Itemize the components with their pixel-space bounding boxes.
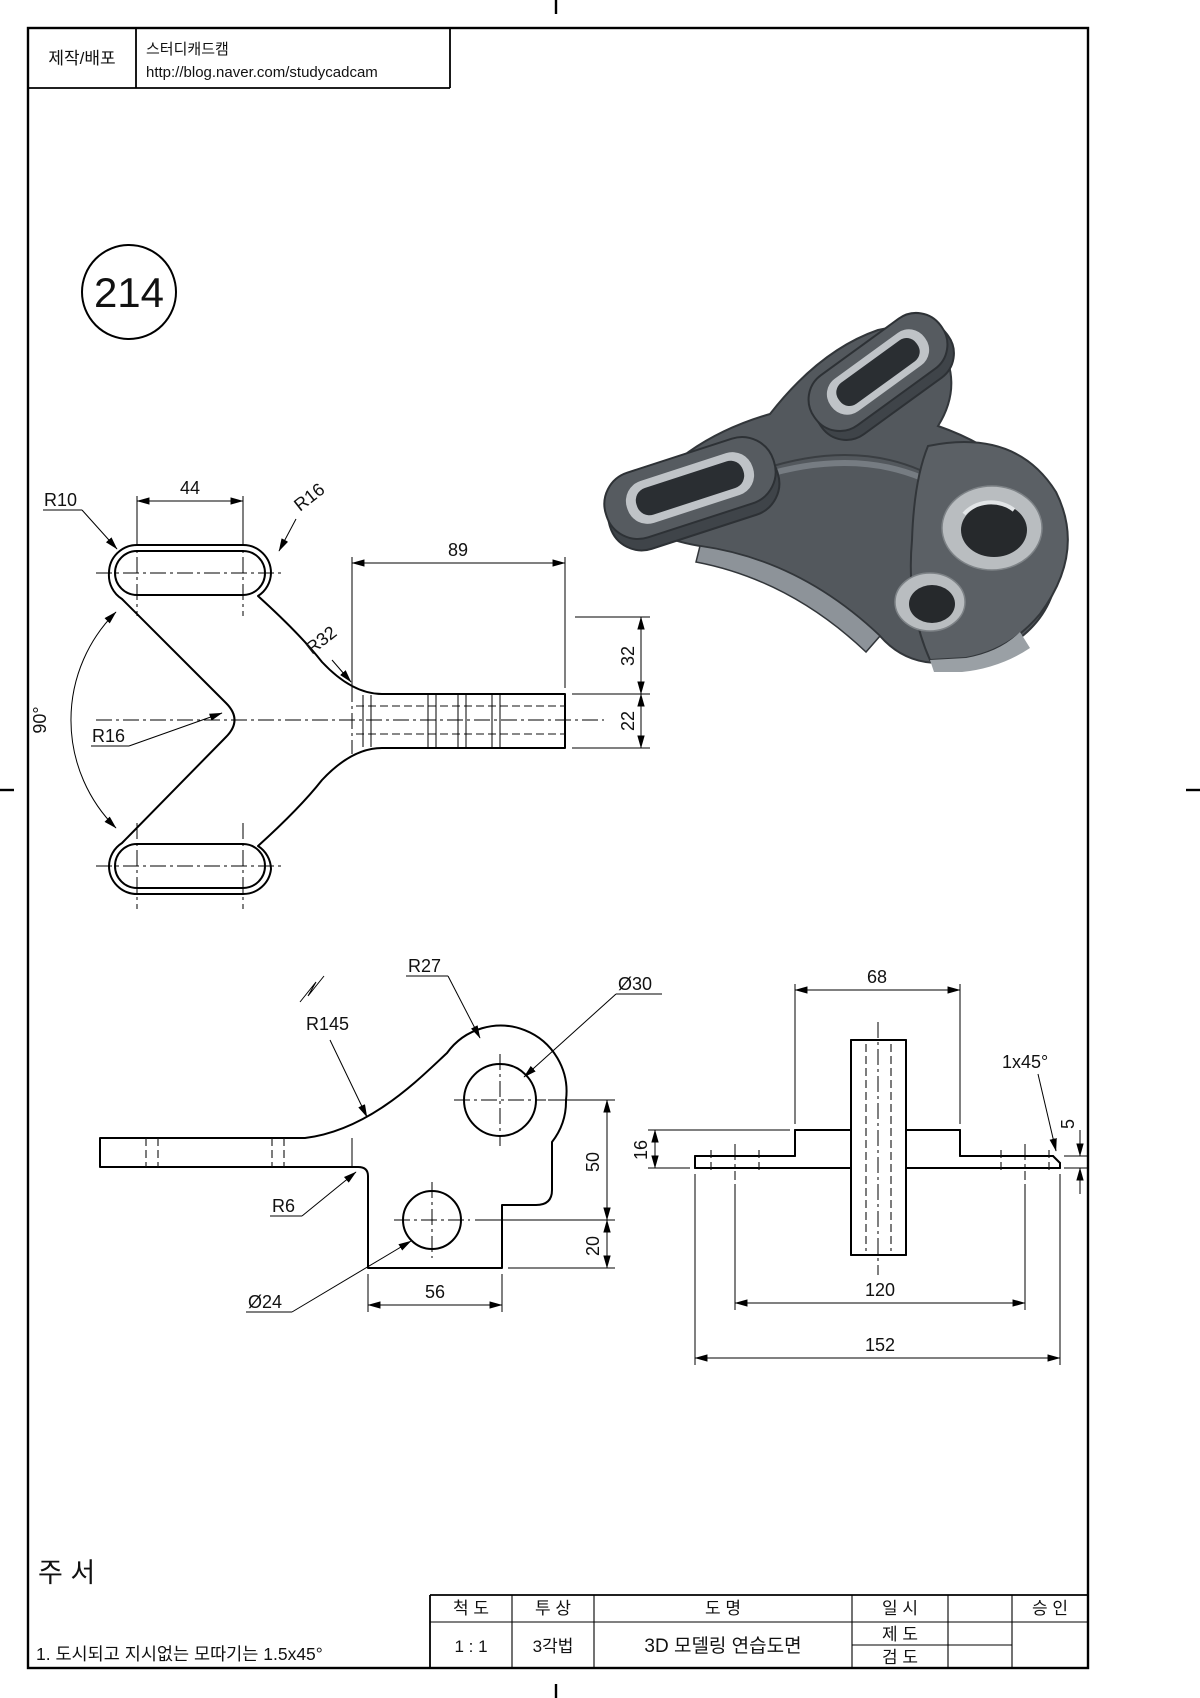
front-view-dimensions: 44 R10 R16 89 R32 32 22 90° R16 (30, 478, 650, 829)
end-view-dimensions: 68 1x45° 5 16 120 152 (631, 967, 1088, 1365)
dim-d24: Ø24 (248, 1292, 282, 1312)
notes-title: 주 서 (38, 1558, 95, 1588)
scale-label: 척 도 (453, 1599, 489, 1618)
dim-50: 50 (583, 1152, 603, 1172)
dim-r10: R10 (44, 490, 77, 510)
iso-left-lug (603, 436, 781, 552)
dim-89: 89 (448, 540, 468, 560)
notes: 주 서 1. 도시되고 지시없는 모따기는 1.5x45° (36, 1558, 323, 1664)
dim-r32: R32 (302, 622, 340, 658)
dim-5: 5 (1058, 1119, 1078, 1129)
part-number: 214 (94, 269, 164, 316)
check-label: 검 도 (882, 1648, 918, 1667)
dim-chamfer: 1x45° (1002, 1052, 1048, 1072)
maker-url: http://blog.naver.com/studycadcam (146, 64, 378, 81)
title-block: 척 도 투 상 도 명 일 시 승 인 1 : 1 3각법 3D 모델링 연습도… (429, 1594, 1088, 1668)
dim-44: 44 (180, 478, 200, 498)
maker-label: 제작/배포 (48, 49, 115, 68)
end-view (694, 1022, 1061, 1275)
iso-top-lug (807, 311, 955, 441)
note-item-1: 1. 도시되고 지시없는 모따기는 1.5x45° (36, 1644, 323, 1664)
dim-r16-left: R16 (92, 726, 125, 746)
dim-16: 16 (631, 1140, 651, 1160)
dim-68: 68 (867, 967, 887, 987)
dim-32: 32 (618, 646, 638, 666)
dim-r6: R6 (272, 1196, 295, 1216)
projection-label: 투 상 (535, 1599, 571, 1618)
dim-152: 152 (865, 1335, 895, 1355)
date-label: 일 시 (882, 1599, 918, 1618)
title-value: 3D 모델링 연습도면 (644, 1635, 801, 1657)
side-view (99, 1024, 568, 1269)
projection-value: 3각법 (533, 1637, 574, 1656)
dim-r16-top: R16 (290, 479, 328, 515)
iso-view (603, 311, 1069, 672)
draft-label: 제 도 (882, 1625, 918, 1644)
side-view-dimensions: R27 Ø30 R145 R6 Ø24 50 20 56 (246, 956, 662, 1313)
maker-box: 제작/배포 스터디캐드캠 http://blog.naver.com/study… (28, 28, 451, 89)
approve-label: 승 인 (1032, 1599, 1068, 1618)
dim-d30: Ø30 (618, 974, 652, 994)
part-number-balloon: 214 (81, 244, 177, 340)
dim-20: 20 (583, 1236, 603, 1256)
dim-120: 120 (865, 1280, 895, 1300)
scale-value: 1 : 1 (454, 1637, 487, 1656)
dim-90deg: 90° (30, 706, 50, 733)
dim-r145: R145 (306, 1014, 349, 1034)
dim-r27: R27 (408, 956, 441, 976)
title-label: 도 명 (705, 1599, 741, 1618)
dim-22: 22 (618, 711, 638, 731)
front-view (96, 530, 604, 909)
maker-name: 스터디캐드캠 (146, 41, 229, 58)
dim-56: 56 (425, 1282, 445, 1302)
